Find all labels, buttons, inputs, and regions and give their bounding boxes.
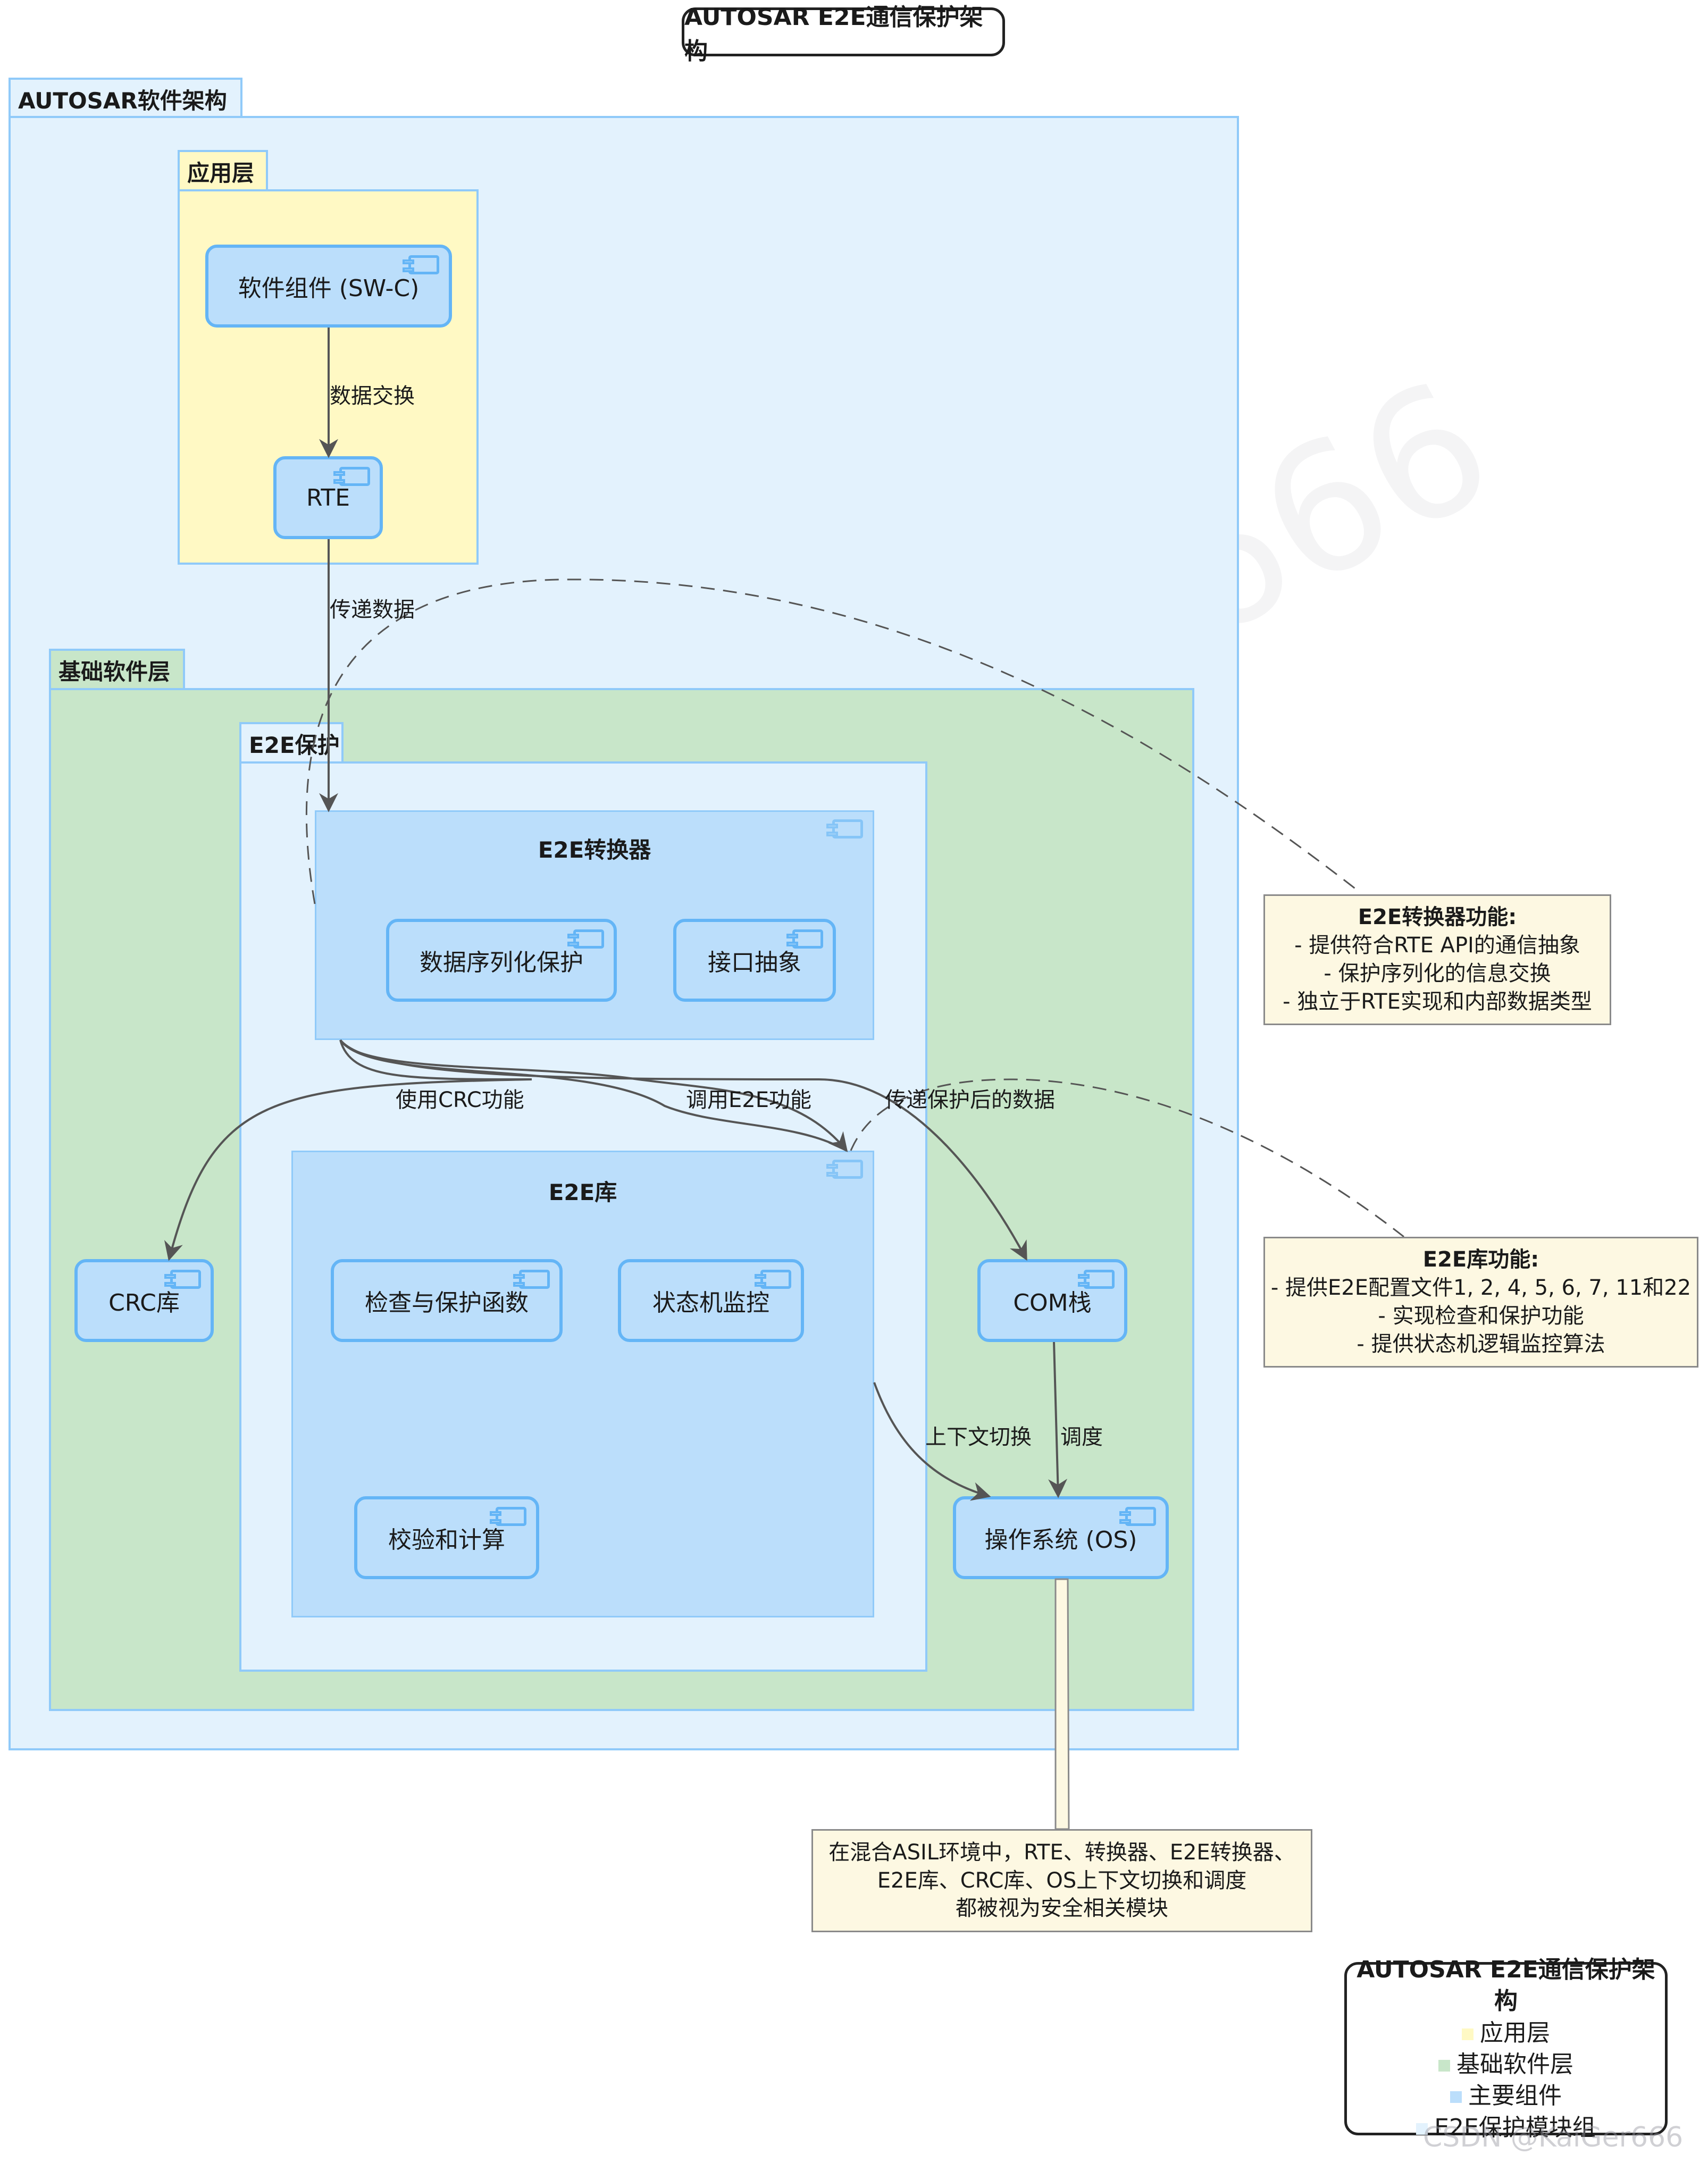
- component-interface[interactable]: 接口抽象: [673, 919, 836, 1002]
- component-icon: [786, 929, 823, 949]
- component-check[interactable]: 检查与保护函数: [331, 1259, 563, 1342]
- component-icon: [755, 1270, 791, 1289]
- component-icon: [1119, 1507, 1156, 1526]
- watermark-small: CSDN @KaiGer666: [1423, 2122, 1684, 2153]
- note-library-line: - 实现检查和保护功能: [1378, 1304, 1584, 1328]
- legend-swatch: [1462, 2028, 1473, 2040]
- note-transformer-title: E2E转换器功能:: [1358, 905, 1517, 930]
- legend-item: 应用层: [1347, 2017, 1665, 2049]
- legend-swatch: [1438, 2060, 1450, 2072]
- component-com-label: COM栈: [1013, 1289, 1092, 1317]
- note-library-line: - 提供状态机逻辑监控算法: [1357, 1331, 1605, 1356]
- component-icon: [826, 1160, 863, 1179]
- component-swc-label: 软件组件 (SW-C): [238, 275, 420, 302]
- component-com[interactable]: COM栈: [977, 1259, 1127, 1342]
- edge-label-pass-protected: 传递保护后的数据: [885, 1088, 1055, 1112]
- edge-label-schedule: 调度: [1060, 1425, 1103, 1449]
- legend-item-label: 主要组件: [1468, 2082, 1562, 2110]
- component-icon: [826, 819, 863, 839]
- component-swc[interactable]: 软件组件 (SW-C): [205, 245, 452, 328]
- component-os[interactable]: 操作系统 (OS): [953, 1496, 1169, 1579]
- component-crc[interactable]: CRC库: [74, 1259, 214, 1342]
- legend-item-label: 应用层: [1480, 2019, 1550, 2047]
- component-serialization-label: 数据序列化保护: [420, 949, 583, 976]
- note-library: E2E库功能: - 提供E2E配置文件1, 2, 4, 5, 6, 7, 11和…: [1263, 1237, 1698, 1368]
- diagram-title: AUTOSAR E2E通信保护架构: [682, 4, 1005, 65]
- note-library-title: E2E库功能:: [1422, 1247, 1539, 1272]
- note-asil-line: E2E库、CRC库、OS上下文切换和调度: [877, 1868, 1247, 1893]
- note-library-line: - 提供E2E配置文件1, 2, 4, 5, 6, 7, 11和22: [1270, 1276, 1692, 1301]
- package-tab-bsw: 基础软件层: [49, 649, 185, 689]
- component-icon: [333, 467, 370, 486]
- component-interface-label: 接口抽象: [708, 949, 801, 976]
- legend-swatch: [1416, 2123, 1428, 2135]
- group-title-library: E2E库: [548, 1179, 617, 1205]
- component-serialization[interactable]: 数据序列化保护: [386, 919, 617, 1002]
- edge-label-rte-transformer: 传递数据: [330, 598, 415, 622]
- package-tab-app: 应用层: [178, 150, 268, 190]
- note-transformer-line: - 独立于RTE实现和内部数据类型: [1283, 989, 1592, 1014]
- package-tab-arch: AUTOSAR软件架构: [9, 78, 242, 118]
- component-checksum-label: 校验和计算: [388, 1527, 505, 1554]
- component-rte-label: RTE: [306, 484, 350, 512]
- component-icon: [490, 1507, 526, 1526]
- group-title-transformer: E2E转换器: [538, 837, 651, 863]
- component-statemachine[interactable]: 状态机监控: [618, 1259, 804, 1342]
- note-asil-line: 都被视为安全相关模块: [956, 1896, 1168, 1921]
- component-icon: [403, 255, 439, 274]
- component-statemachine-label: 状态机监控: [652, 1289, 769, 1317]
- package-tab-e2e: E2E保护: [239, 722, 344, 762]
- edge-label-swc-rte: 数据交换: [330, 384, 415, 408]
- legend-item: E2E保护模块组: [1347, 2112, 1665, 2143]
- component-crc-label: CRC库: [108, 1289, 180, 1317]
- note-transformer-line: - 提供符合RTE API的通信抽象: [1294, 933, 1580, 958]
- component-icon: [1078, 1270, 1115, 1289]
- legend-title: AUTOSAR E2E通信保护架构: [1357, 1956, 1655, 2015]
- component-os-label: 操作系统 (OS): [984, 1527, 1137, 1554]
- note-transformer-line: - 保护序列化的信息交换: [1324, 961, 1551, 986]
- note-asil: 在混合ASIL环境中，RTE、转换器、E2E转换器、 E2E库、CRC库、OS上…: [811, 1829, 1312, 1932]
- legend-swatch: [1450, 2091, 1462, 2103]
- component-checksum[interactable]: 校验和计算: [354, 1496, 539, 1579]
- legend-item: 基础软件层: [1347, 2049, 1665, 2080]
- edge-label-use-crc: 使用CRC功能: [396, 1088, 524, 1112]
- legend: AUTOSAR E2E通信保护架构 应用层 基础软件层 主要组件 E2E保护模块…: [1344, 1956, 1668, 2141]
- legend-item-label: 基础软件层: [1456, 2051, 1573, 2078]
- edge-label-context-switch: 上下文切换: [925, 1425, 1032, 1449]
- note-asil-line: 在混合ASIL环境中，RTE、转换器、E2E转换器、: [828, 1840, 1295, 1865]
- edge-label-call-e2e: 调用E2E功能: [686, 1088, 811, 1112]
- legend-item-label: E2E保护模块组: [1434, 2114, 1596, 2141]
- component-icon: [513, 1270, 550, 1289]
- component-icon: [567, 929, 604, 949]
- legend-item: 主要组件: [1347, 2080, 1665, 2111]
- component-rte[interactable]: RTE: [273, 456, 383, 539]
- note-transformer: E2E转换器功能: - 提供符合RTE API的通信抽象 - 保护序列化的信息交…: [1263, 894, 1611, 1025]
- component-check-label: 检查与保护函数: [365, 1289, 529, 1317]
- component-icon: [164, 1270, 201, 1289]
